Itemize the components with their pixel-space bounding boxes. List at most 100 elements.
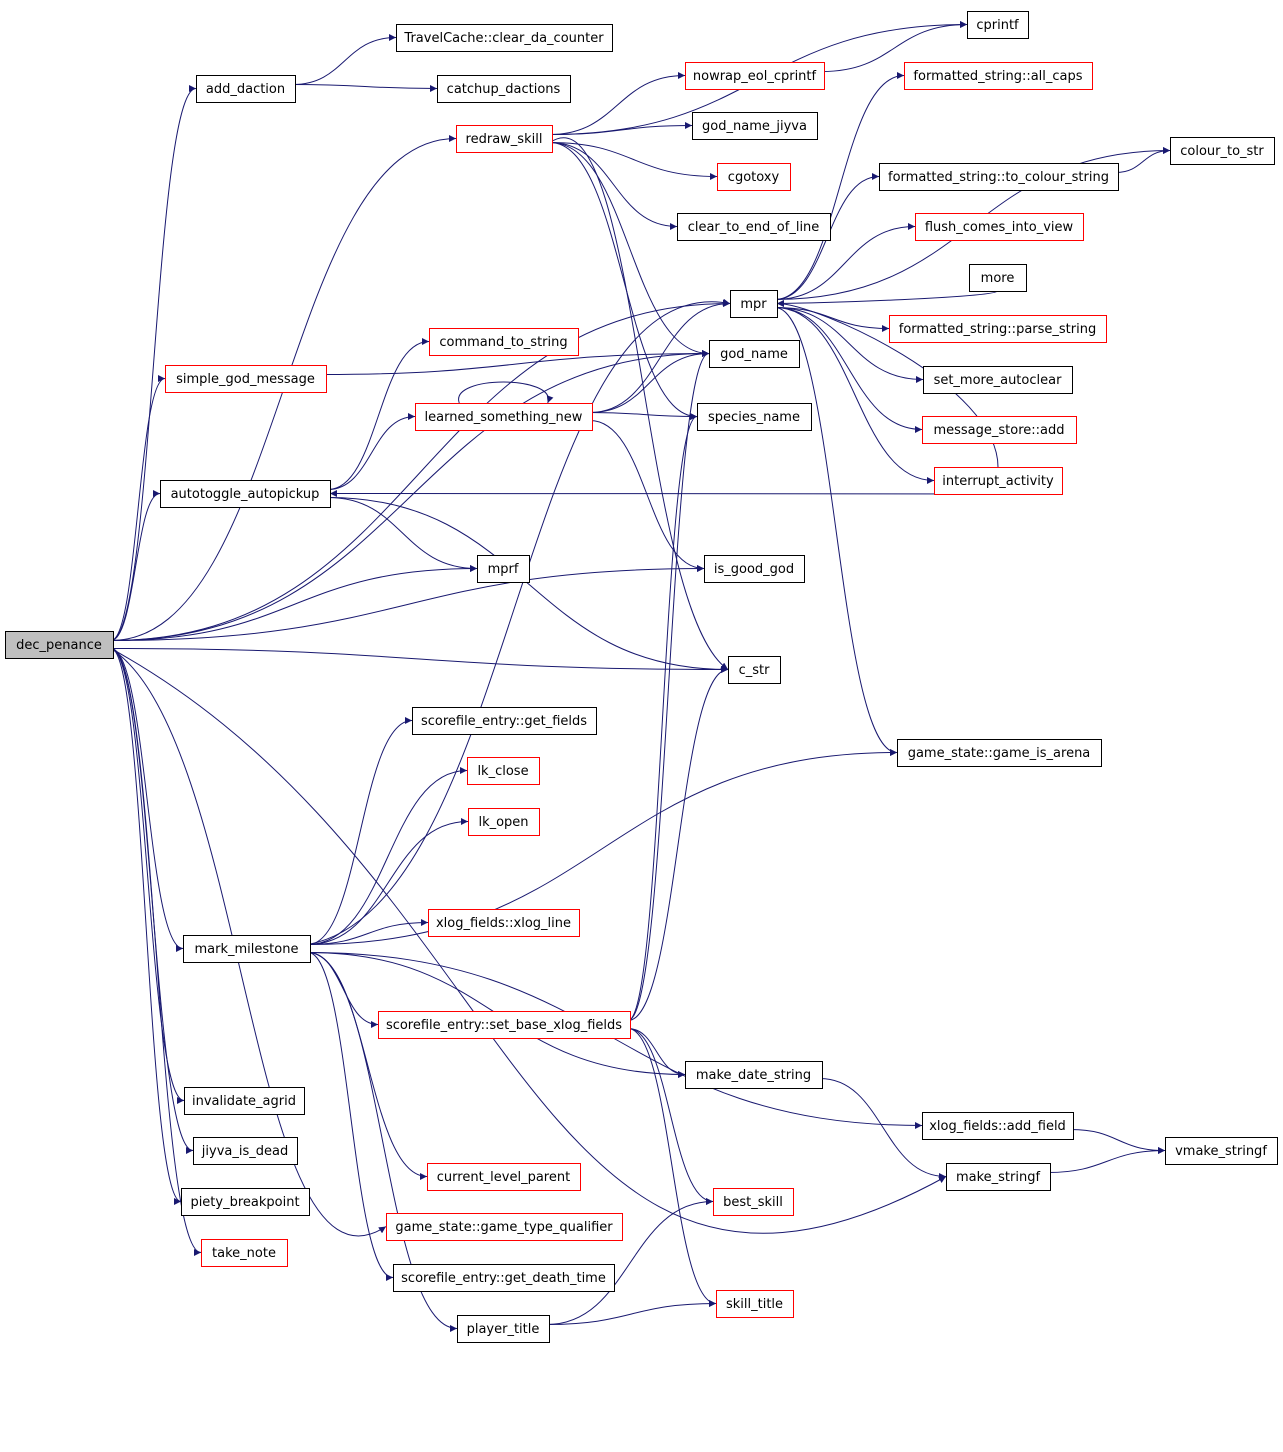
edge-set_base_xlog_fields-to-skill_title bbox=[627, 1028, 717, 1307]
node-learned_something_new[interactable]: learned_something_new bbox=[415, 403, 593, 431]
node-label-autotoggle_autopickup: autotoggle_autopickup bbox=[171, 487, 320, 502]
edge-redraw_skill-to-nowrap_eol_cprintf bbox=[549, 72, 686, 135]
node-box-lk_open bbox=[468, 808, 540, 836]
node-set_more_autoclear[interactable]: set_more_autoclear bbox=[923, 366, 1073, 394]
edge-mark_milestone-to-set_base_xlog_fields bbox=[307, 952, 379, 1028]
node-label-make_stringf: make_stringf bbox=[956, 1170, 1041, 1185]
node-mark_milestone[interactable]: mark_milestone bbox=[183, 935, 311, 963]
node-species_name[interactable]: species_name bbox=[697, 403, 812, 431]
node-simple_god_message[interactable]: simple_god_message bbox=[165, 365, 327, 393]
node-game_is_arena[interactable]: game_state::game_is_arena bbox=[897, 739, 1102, 767]
edge-redraw_skill-to-species_name bbox=[549, 142, 698, 420]
node-box-to_colour_string bbox=[879, 163, 1119, 191]
node-box-game_is_arena bbox=[897, 739, 1102, 767]
edge-dec_penance-to-mpr bbox=[110, 300, 731, 641]
node-label-cprintf: cprintf bbox=[976, 18, 1019, 33]
edge-mpr-to-set_more_autoclear bbox=[774, 307, 924, 383]
node-best_skill[interactable]: best_skill bbox=[713, 1188, 794, 1216]
node-label-get_death_time: scorefile_entry::get_death_time bbox=[401, 1271, 606, 1286]
node-box-learned_something_new bbox=[415, 403, 593, 431]
node-god_name_jiyva[interactable]: god_name_jiyva bbox=[692, 112, 818, 140]
node-mprf[interactable]: mprf bbox=[477, 555, 530, 583]
node-piety_breakpoint[interactable]: piety_breakpoint bbox=[181, 1188, 310, 1216]
node-flush_comes_into_view[interactable]: flush_comes_into_view bbox=[915, 213, 1084, 241]
node-box-current_level_parent bbox=[427, 1163, 581, 1191]
node-clear_to_end_of_line[interactable]: clear_to_end_of_line bbox=[677, 213, 831, 241]
node-label-more: more bbox=[981, 271, 1015, 286]
edge-mark_milestone-to-lk_open bbox=[307, 818, 469, 945]
node-lk_open[interactable]: lk_open bbox=[468, 808, 540, 836]
node-invalidate_agrid[interactable]: invalidate_agrid bbox=[184, 1087, 305, 1115]
edge-dec_penance-to-make_stringf bbox=[110, 648, 947, 1234]
node-label-lk_close: lk_close bbox=[477, 764, 528, 779]
node-box-c_str bbox=[728, 656, 781, 684]
node-get_fields[interactable]: scorefile_entry::get_fields bbox=[412, 707, 597, 735]
node-is_good_god[interactable]: is_good_god bbox=[704, 555, 805, 583]
node-make_stringf[interactable]: make_stringf bbox=[946, 1163, 1051, 1191]
edge-autotoggle_autopickup-to-command_to_string bbox=[327, 338, 430, 490]
node-xlog_line[interactable]: xlog_fields::xlog_line bbox=[428, 909, 580, 937]
node-lk_close[interactable]: lk_close bbox=[467, 757, 540, 785]
node-cgotoxy[interactable]: cgotoxy bbox=[717, 163, 791, 191]
node-label-add_field: xlog_fields::add_field bbox=[929, 1119, 1066, 1134]
node-dec_penance[interactable]: dec_penance bbox=[5, 631, 114, 659]
node-god_name[interactable]: god_name bbox=[709, 340, 800, 368]
node-parse_string[interactable]: formatted_string::parse_string bbox=[889, 315, 1107, 343]
node-box-simple_god_message bbox=[165, 365, 327, 393]
node-label-simple_god_message: simple_god_message bbox=[176, 372, 315, 387]
node-label-parse_string: formatted_string::parse_string bbox=[899, 322, 1096, 337]
edge-mpr-to-game_is_arena bbox=[774, 307, 898, 756]
node-get_death_time[interactable]: scorefile_entry::get_death_time bbox=[393, 1264, 615, 1292]
node-jiyva_is_dead[interactable]: jiyva_is_dead bbox=[193, 1137, 298, 1165]
edge-redraw_skill-to-clear_to_end_of_line bbox=[549, 142, 678, 230]
node-add_daction[interactable]: add_daction bbox=[196, 75, 296, 103]
edge-mpr-to-interrupt_activity bbox=[774, 307, 935, 484]
node-label-game_type_qualifier: game_state::game_type_qualifier bbox=[395, 1220, 613, 1235]
node-redraw_skill[interactable]: redraw_skill bbox=[456, 125, 553, 153]
node-box-best_skill bbox=[713, 1188, 794, 1216]
node-label-mark_milestone: mark_milestone bbox=[195, 942, 299, 957]
node-to_colour_string[interactable]: formatted_string::to_colour_string bbox=[879, 163, 1119, 191]
node-vmake_stringf[interactable]: vmake_stringf bbox=[1165, 1137, 1278, 1165]
node-mpr[interactable]: mpr bbox=[730, 290, 778, 318]
node-command_to_string[interactable]: command_to_string bbox=[429, 328, 579, 356]
edge-dec_penance-to-autotoggle_autopickup bbox=[110, 490, 161, 641]
node-game_type_qualifier[interactable]: game_state::game_type_qualifier bbox=[386, 1213, 623, 1241]
node-label-dec_penance: dec_penance bbox=[16, 638, 102, 653]
edge-mark_milestone-to-get_fields bbox=[307, 717, 413, 945]
node-current_level_parent[interactable]: current_level_parent bbox=[427, 1163, 581, 1191]
node-add_field[interactable]: xlog_fields::add_field bbox=[922, 1112, 1074, 1140]
node-autotoggle_autopickup[interactable]: autotoggle_autopickup bbox=[160, 480, 331, 508]
node-set_base_xlog_fields[interactable]: scorefile_entry::set_base_xlog_fields bbox=[378, 1011, 631, 1039]
node-skill_title[interactable]: skill_title bbox=[716, 1290, 794, 1318]
node-label-nowrap_eol_cprintf: nowrap_eol_cprintf bbox=[693, 69, 817, 84]
node-label-current_level_parent: current_level_parent bbox=[437, 1170, 570, 1185]
node-cprintf[interactable]: cprintf bbox=[967, 11, 1029, 39]
node-box-god_name bbox=[709, 340, 800, 368]
node-make_date_string[interactable]: make_date_string bbox=[685, 1061, 823, 1089]
edge-player_title-to-skill_title bbox=[546, 1300, 717, 1325]
node-more[interactable]: more bbox=[969, 264, 1027, 292]
node-all_caps[interactable]: formatted_string::all_caps bbox=[904, 62, 1093, 90]
node-label-skill_title: skill_title bbox=[726, 1297, 783, 1312]
node-message_store_add[interactable]: message_store::add bbox=[922, 416, 1077, 444]
node-box-interrupt_activity bbox=[934, 467, 1063, 495]
edge-dec_penance-to-take_note bbox=[110, 648, 202, 1256]
node-box-all_caps bbox=[904, 62, 1093, 90]
edge-redraw_skill-to-god_name bbox=[549, 142, 710, 357]
node-box-set_more_autoclear bbox=[923, 366, 1073, 394]
node-clear_da_counter[interactable]: TravelCache::clear_da_counter bbox=[396, 24, 613, 52]
node-colour_to_str[interactable]: colour_to_str bbox=[1170, 137, 1275, 165]
node-label-clear_da_counter: TravelCache::clear_da_counter bbox=[403, 31, 604, 46]
edge-mpr-to-parse_string bbox=[774, 307, 890, 332]
edge-dec_penance-to-piety_breakpoint bbox=[110, 648, 182, 1205]
node-take_note[interactable]: take_note bbox=[201, 1239, 288, 1267]
node-box-make_stringf bbox=[946, 1163, 1051, 1191]
node-interrupt_activity[interactable]: interrupt_activity bbox=[934, 467, 1063, 495]
edge-autotoggle_autopickup-to-mprf bbox=[327, 497, 478, 572]
node-catchup_dactions[interactable]: catchup_dactions bbox=[437, 75, 571, 103]
node-c_str[interactable]: c_str bbox=[728, 656, 781, 684]
node-player_title[interactable]: player_title bbox=[457, 1315, 550, 1343]
node-nowrap_eol_cprintf[interactable]: nowrap_eol_cprintf bbox=[685, 62, 825, 90]
node-box-get_death_time bbox=[393, 1264, 615, 1292]
